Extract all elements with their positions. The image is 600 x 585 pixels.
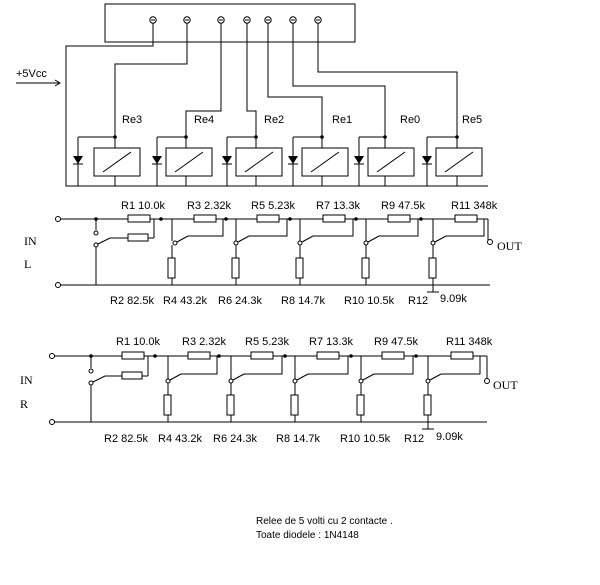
diode-symbol: [354, 156, 364, 164]
series-resistor-label: R5 5.23k: [245, 336, 290, 348]
relay-re4: Re4: [152, 114, 214, 186]
shunt-resistor-value: 9.09k: [436, 431, 463, 443]
relay-label: Re5: [462, 114, 482, 126]
channel-label: L: [24, 257, 31, 271]
relay-re1: Re1: [288, 114, 352, 186]
relay-re5: Re5: [422, 114, 483, 186]
channel-left: IN L OUT R1 10.0k R3 2.32k R5 5.23k R7 1…: [24, 200, 522, 307]
connector-pin: [243, 16, 251, 24]
diode-symbol: [288, 156, 298, 164]
out-label: OUT: [497, 239, 522, 253]
shunt-resistor-label: R12: [408, 295, 428, 307]
series-resistor-label: R9 47.5k: [381, 200, 426, 212]
connector-pin: [183, 16, 191, 24]
relay-label: Re1: [332, 114, 352, 126]
channel-label: R: [20, 397, 28, 411]
channel-right: IN R OUT R1 10.0k R3 2.32k R5 5.23k R7 1…: [20, 336, 518, 445]
series-resistor-label: R1 10.0k: [116, 336, 161, 348]
diode-symbol: [422, 156, 432, 164]
series-resistor-label: R7 13.3k: [316, 200, 361, 212]
diode-symbol: [152, 156, 162, 164]
relay-re0: Re0: [354, 114, 420, 186]
relay-bank: Re3 Re4 Re2: [73, 114, 483, 186]
connector-pin: [149, 16, 157, 24]
series-resistor-label: R3 2.32k: [182, 336, 227, 348]
control-wires: [65, 23, 488, 187]
diode-symbol: [222, 156, 232, 164]
shunt-resistor-label: R10 10.5k: [344, 295, 395, 307]
series-resistor-label: R9 47.5k: [374, 336, 419, 348]
note-diode-type: Toate diodele : 1N4148: [256, 530, 359, 541]
shunt-resistor-label: R10 10.5k: [340, 433, 391, 445]
connector-pin: [289, 16, 297, 24]
shunt-resistor-label: R4 43.2k: [163, 295, 208, 307]
shunt-resistor-value: 9.09k: [440, 293, 467, 305]
shunt-resistor-label: R2 82.5k: [104, 433, 149, 445]
relay-re2: Re2: [222, 114, 284, 186]
in-label: IN: [24, 234, 37, 248]
series-resistor-label: R11 348k: [451, 200, 498, 212]
series-resistor-label: R3 2.32k: [187, 200, 232, 212]
series-resistor-label: R5 5.23k: [251, 200, 296, 212]
shunt-resistor-label: R12: [404, 433, 424, 445]
out-label: OUT: [493, 378, 518, 392]
series-resistor-label: R1 10.0k: [121, 200, 166, 212]
series-resistor-label: R11 348k: [446, 336, 493, 348]
relay-label: Re3: [122, 114, 142, 126]
supply-label: +5Vcc: [16, 68, 47, 80]
series-resistor-label: R7 13.3k: [309, 336, 354, 348]
shunt-resistor-label: R8 14.7k: [281, 295, 326, 307]
shunt-resistor-label: R8 14.7k: [276, 433, 321, 445]
connector-pin: [314, 16, 322, 24]
relay-label: Re4: [194, 114, 214, 126]
relay-label: Re2: [264, 114, 284, 126]
relay-label: Re0: [400, 114, 420, 126]
shunt-resistor-label: R6 24.3k: [218, 295, 263, 307]
connector-pin: [264, 16, 272, 24]
connector-pin: [217, 16, 225, 24]
note-relay-type: Relee de 5 volti cu 2 contacte .: [256, 516, 393, 527]
diode-symbol: [73, 156, 83, 164]
relay-re3: Re3: [73, 114, 142, 186]
shunt-resistor-label: R4 43.2k: [158, 433, 203, 445]
shunt-resistor-label: R2 82.5k: [110, 295, 155, 307]
shunt-resistor-label: R6 24.3k: [213, 433, 258, 445]
control-connector: [104, 3, 356, 43]
in-label: IN: [20, 373, 33, 387]
